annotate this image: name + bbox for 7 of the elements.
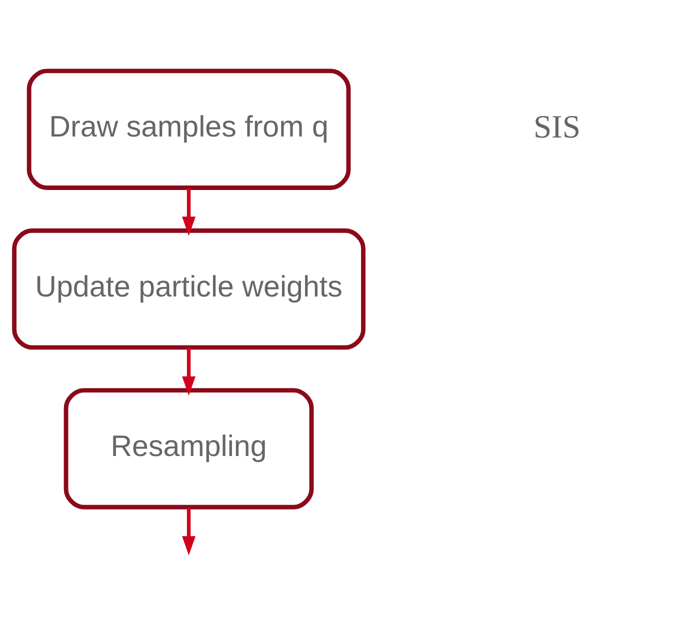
arrow: [182, 507, 196, 555]
arrow: [182, 347, 196, 396]
node-box: Update particle weights: [12, 228, 366, 350]
node-box: Draw samples from q: [26, 68, 351, 190]
label: SIS: [533, 109, 580, 146]
arrow: [182, 187, 196, 236]
node-box: Resampling: [64, 388, 314, 509]
